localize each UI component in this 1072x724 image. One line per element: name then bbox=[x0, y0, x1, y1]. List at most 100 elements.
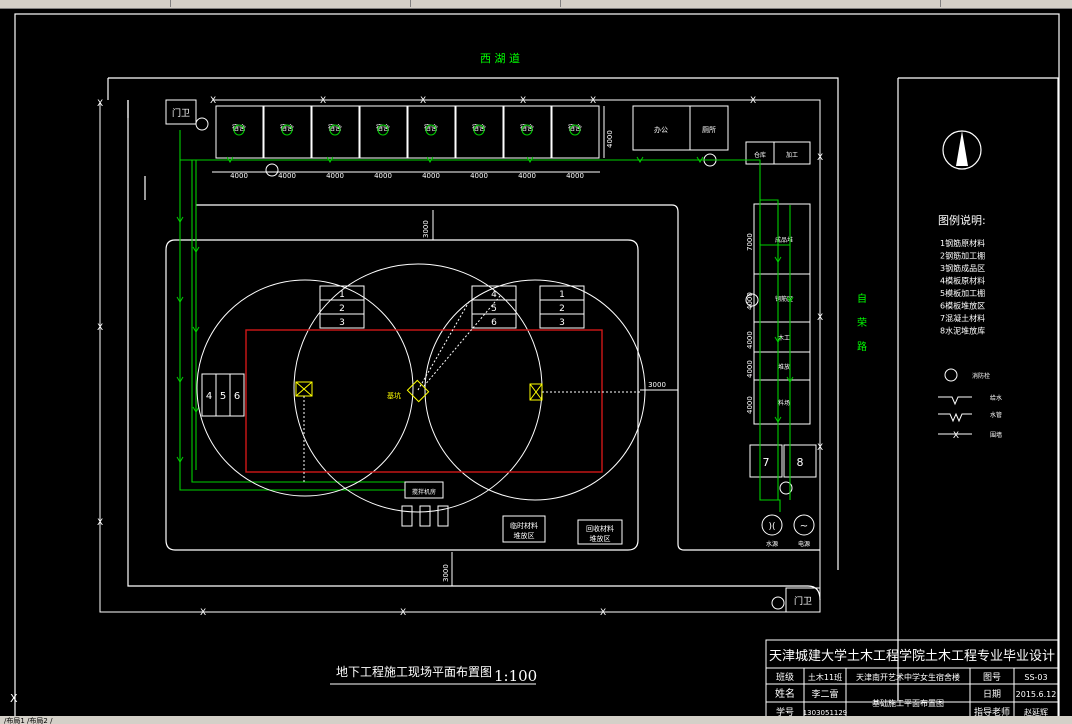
fence-x: X bbox=[210, 96, 216, 106]
yard-dim: 4000 bbox=[746, 360, 754, 378]
dorm-dim: 4000 bbox=[470, 172, 488, 180]
title-block bbox=[765, 639, 1059, 721]
layout-tab-bar[interactable] bbox=[0, 716, 1072, 724]
layout-tabs[interactable]: /布局1 /布局2 / bbox=[4, 716, 53, 724]
dorm-unit bbox=[503, 105, 552, 159]
mixer-icons bbox=[401, 505, 449, 527]
yard-dim: 7000 bbox=[746, 233, 754, 251]
cad-drawing-canvas[interactable]: 西 湖 道 X X X X X X X X X X X X X X X 门卫 bbox=[0, 8, 1072, 724]
dorm-label: 宿舍 bbox=[424, 123, 438, 132]
flow-marker bbox=[786, 296, 794, 303]
toolbar-group[interactable] bbox=[0, 0, 171, 7]
fence-x: X bbox=[817, 443, 823, 453]
legend-title: 图例说明: bbox=[938, 213, 986, 227]
hydrant-icon bbox=[195, 117, 209, 131]
flow-marker bbox=[192, 246, 200, 253]
flow-marker bbox=[786, 376, 794, 383]
power-label: 电源 bbox=[798, 540, 810, 548]
north-arrow-needle bbox=[956, 131, 968, 166]
stack-label: 5 bbox=[220, 391, 226, 402]
toolbar-group[interactable] bbox=[170, 0, 411, 7]
recycle-storage-box bbox=[577, 519, 623, 545]
toolbar-group[interactable] bbox=[560, 0, 941, 7]
dorm-unit bbox=[455, 105, 504, 159]
flow-marker bbox=[192, 406, 200, 413]
temp-storage-line1: 临时材料 bbox=[510, 521, 538, 530]
mixing-room bbox=[404, 481, 444, 499]
yard-label: 料场 bbox=[778, 399, 790, 407]
stack-number: 5 bbox=[491, 304, 497, 314]
office-label: 办公 bbox=[654, 125, 668, 134]
svg-text:)(: )( bbox=[768, 522, 775, 532]
legend-item: 6模板堆放区 bbox=[940, 301, 985, 311]
box-7-label: 7 bbox=[763, 456, 770, 469]
hydrant-icon bbox=[771, 596, 785, 610]
fence-x: X bbox=[817, 313, 823, 323]
yard-label: 成品堆 bbox=[775, 236, 793, 244]
flow-marker bbox=[774, 256, 782, 263]
center-label: 基坑 bbox=[387, 391, 401, 400]
toolbar-group[interactable] bbox=[940, 0, 1072, 7]
stack-number: 3 bbox=[559, 318, 565, 328]
stack-cell bbox=[319, 313, 365, 329]
id-value: 1303051129 bbox=[803, 709, 848, 717]
fence-x: X bbox=[200, 608, 206, 618]
fence-x: X bbox=[520, 96, 526, 106]
hydrant-legend-icon bbox=[944, 368, 958, 382]
dorm-drain-icon bbox=[473, 124, 485, 136]
yard-label: 木工 bbox=[778, 334, 790, 342]
power-source-icon bbox=[793, 514, 815, 536]
legend-water: 给水 bbox=[990, 394, 1002, 402]
flow-marker bbox=[774, 336, 782, 343]
drawing-frame bbox=[14, 13, 1060, 721]
room-label: 加工 bbox=[786, 151, 798, 159]
legend-drain: 水管 bbox=[990, 411, 1002, 419]
drawing-no-label: 图号 bbox=[983, 672, 1001, 683]
dorm-label: 宿舍 bbox=[280, 123, 294, 132]
stack-number: 2 bbox=[559, 304, 565, 314]
hydrant-icon bbox=[265, 163, 279, 177]
dim-3000-bottom: 3000 bbox=[442, 564, 450, 582]
road-label-east: 路 bbox=[857, 340, 867, 353]
dorm-label: 宿舍 bbox=[472, 123, 486, 132]
fence-x: X bbox=[750, 96, 756, 106]
stack-number: 6 bbox=[491, 318, 497, 328]
fence-x: X bbox=[420, 96, 426, 106]
fence-x: X bbox=[97, 99, 103, 109]
dorm-label: 宿舍 bbox=[520, 123, 534, 132]
dorm-unit bbox=[263, 105, 312, 159]
plan-title: 地下工程施工现场平面布置图 bbox=[336, 664, 492, 679]
crane-radius-circles bbox=[196, 263, 646, 513]
dorm-unit bbox=[215, 105, 264, 159]
dorm-drain-icon bbox=[377, 124, 389, 136]
dorm-drain-icon bbox=[425, 124, 437, 136]
gate-top-label: 门卫 bbox=[172, 107, 190, 119]
name-value: 李二雷 bbox=[811, 688, 838, 700]
fence-x: X bbox=[600, 608, 606, 618]
crane-jibs bbox=[303, 295, 640, 484]
legend-item: 4模板原材料 bbox=[940, 276, 985, 286]
flow-marker bbox=[226, 156, 234, 163]
legend-item: 3钢筋成品区 bbox=[940, 263, 985, 273]
room-label: 仓库 bbox=[754, 151, 766, 159]
stack-number: 1 bbox=[339, 290, 345, 300]
toilet-label: 厕所 bbox=[702, 125, 716, 134]
cad-toolbar[interactable] bbox=[0, 0, 1072, 9]
fence-x: X bbox=[97, 518, 103, 528]
fence-x: X bbox=[320, 96, 326, 106]
dorm-drain-icon bbox=[569, 124, 581, 136]
legend-item: 5模板加工棚 bbox=[940, 288, 985, 298]
legend-fence-x: X bbox=[953, 431, 959, 441]
small-rooms bbox=[745, 141, 811, 165]
dorm-unit bbox=[407, 105, 456, 159]
project-name: 天津南开艺术中学女生宿舍楼 bbox=[856, 672, 960, 682]
toolbar-group[interactable] bbox=[410, 0, 561, 7]
recycle-storage-line2: 堆放区 bbox=[590, 534, 611, 543]
dorm-label: 宿舍 bbox=[568, 123, 582, 132]
hydrant-icon bbox=[745, 293, 759, 307]
mixing-room-label: 搅拌机房 bbox=[412, 488, 436, 496]
stack-cell bbox=[539, 313, 585, 329]
temp-storage-line2: 堆放区 bbox=[514, 531, 535, 540]
